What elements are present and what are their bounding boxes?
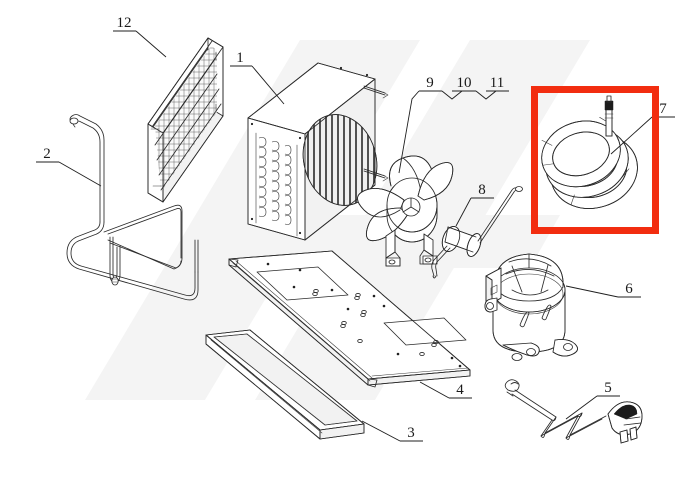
condenser-fins [255, 132, 298, 237]
fan-hub [401, 197, 421, 217]
callout-label-2: 2 [43, 146, 51, 162]
callout-label-1: 1 [236, 50, 244, 66]
part-4-base-plate[interactable] [228, 250, 471, 388]
callout-3[interactable]: 3 [361, 420, 423, 442]
callout-9[interactable]: 9 [398, 75, 442, 174]
cord-terminal [504, 379, 520, 397]
part-8-filter-drier[interactable] [431, 186, 523, 279]
callout-4[interactable]: 4 [419, 381, 472, 399]
part-1-condenser-coil-assembly[interactable] [247, 62, 389, 241]
callout-12[interactable]: 12 [113, 15, 167, 58]
part-3-drip-tray[interactable] [205, 329, 365, 440]
callout-label-12: 12 [117, 15, 132, 31]
callout-label-9: 9 [426, 75, 434, 91]
part-7-condenser-return-coil[interactable] [533, 95, 647, 220]
callout-label-11: 11 [490, 75, 504, 91]
part-5-power-cord-and-plug[interactable] [504, 379, 643, 444]
callout-label-5: 5 [604, 380, 612, 396]
mains-plug [607, 401, 643, 444]
callout-2[interactable]: 2 [36, 146, 102, 187]
callout-label-6: 6 [625, 281, 633, 297]
base-plate-holes [266, 262, 462, 368]
callout-label-10: 10 [457, 75, 472, 91]
condenser-mount-studs [250, 66, 389, 235]
callout-1[interactable]: 1 [230, 50, 285, 105]
callout-11[interactable]: 11 [475, 75, 509, 100]
motor-bracket [385, 229, 438, 267]
fan-blade-set [357, 162, 454, 242]
callout-6[interactable]: 6 [565, 281, 641, 298]
callout-label-4: 4 [456, 382, 464, 398]
callout-label-8: 8 [478, 182, 486, 198]
callout-label-3: 3 [407, 425, 415, 441]
callout-layer: 1 2 3 4 5 [36, 15, 675, 442]
part-12-filter-grille-panel[interactable] [147, 37, 225, 203]
callout-8[interactable]: 8 [455, 182, 494, 227]
part-9-10-11-fan-motor-assembly[interactable] [357, 155, 454, 267]
callout-10[interactable]: 10 [441, 75, 476, 100]
callout-5[interactable]: 5 [565, 380, 620, 420]
compressor-mounting-feet [484, 297, 578, 361]
part-6-compressor[interactable] [484, 253, 578, 361]
part-2-evaporator-tube-assembly[interactable] [66, 114, 199, 301]
callout-label-7: 7 [659, 101, 667, 117]
coil-connector-stub [604, 95, 614, 137]
